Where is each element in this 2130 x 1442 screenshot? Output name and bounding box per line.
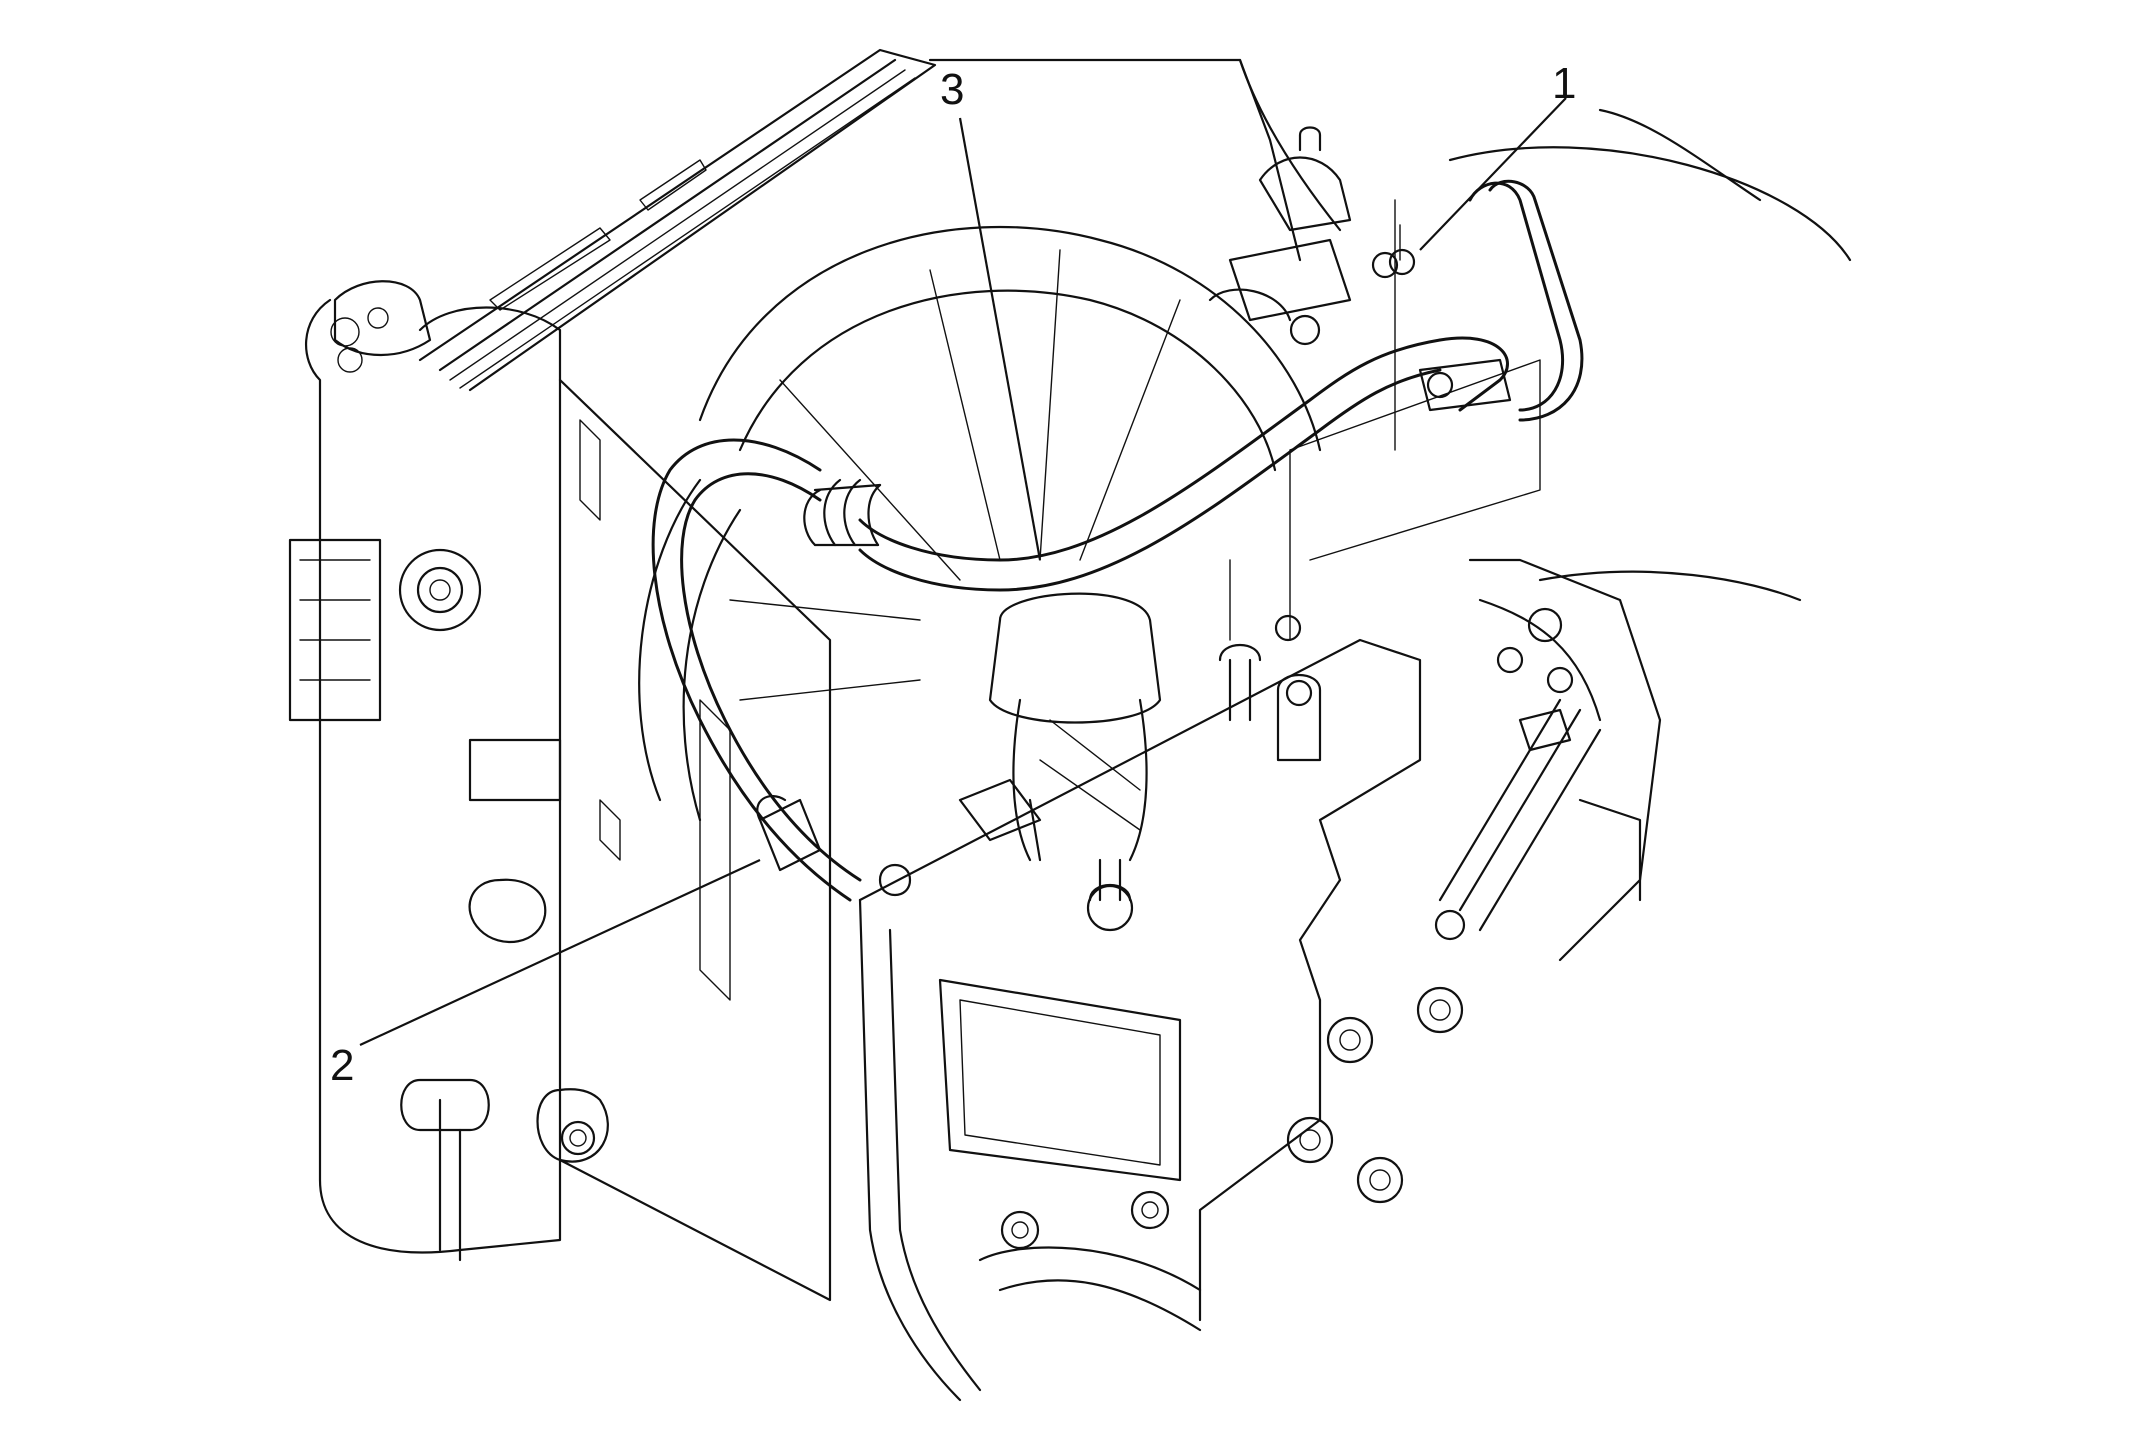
callout-3-leader: [958, 117, 1042, 561]
callout-1: 1: [1419, 59, 1576, 251]
radiator-assembly: [288, 48, 937, 1302]
fan-shroud: [638, 58, 1342, 822]
pump-hub: [988, 592, 1162, 862]
transmission-housing: [858, 108, 1852, 1402]
callout-3-label: 3: [940, 65, 964, 114]
exploded-guides: [1229, 199, 1541, 642]
callout-1-leader: [1419, 97, 1567, 251]
callout-2-label: 2: [330, 1041, 354, 1090]
callout-1-label: 1: [1552, 59, 1576, 108]
callout-2-leader: [359, 859, 761, 1046]
upper-bracket: [1208, 126, 1399, 346]
oil-cooler-hose: [651, 179, 1584, 902]
callout-3: 3: [940, 65, 1042, 561]
callout-2: 2: [330, 859, 761, 1090]
